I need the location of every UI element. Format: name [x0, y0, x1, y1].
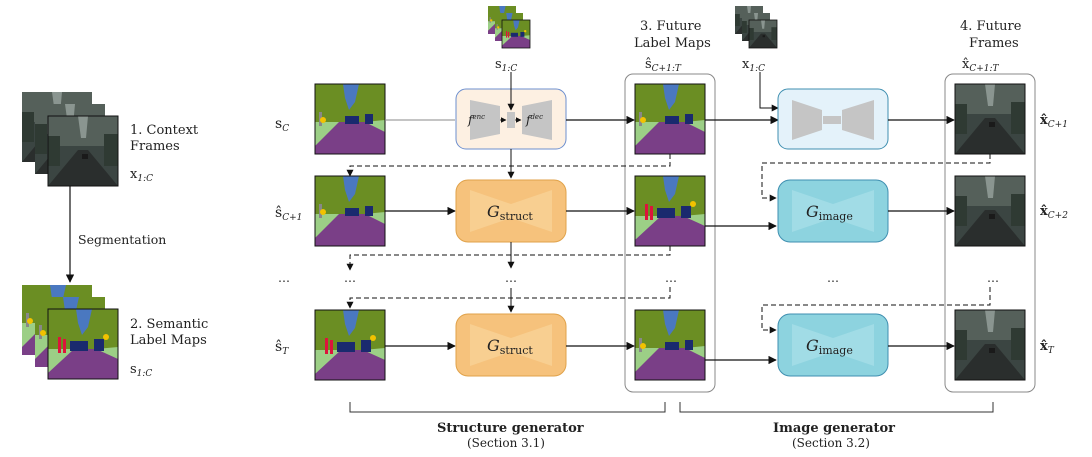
decoder-trapezoid: [522, 100, 552, 140]
top-x-label: x1:C: [742, 57, 765, 74]
structure-generator-title: Structure generator: [437, 421, 584, 436]
ellipsis-col1: …: [344, 271, 356, 285]
row4-future-frame: [954, 309, 1026, 381]
image-encoder-block: [777, 88, 889, 150]
out4-label: x̂T: [1040, 339, 1055, 356]
semantic-label-line1: 2. Semantic: [130, 317, 208, 332]
feedback-struct-1: [346, 154, 671, 177]
row1-input-map: [314, 83, 386, 155]
ellipsis-col5: …: [987, 271, 999, 285]
structure-generator-ref: (Section 3.1): [467, 436, 545, 450]
future-label-maps-group: [624, 73, 716, 393]
context-label-line1: 1. Context: [130, 123, 199, 138]
struct-generator-row4: [455, 313, 567, 377]
future-label-maps-line2: Label Maps: [634, 36, 711, 51]
structure-bracket: [349, 402, 666, 413]
future-frames-group: [944, 73, 1036, 393]
feedback-struct-2: [346, 246, 671, 271]
encoder-trapezoid: [470, 100, 500, 140]
out1-label: x̂C+1: [1040, 113, 1068, 130]
ellipsis-col3: …: [665, 271, 677, 285]
row1-label: sC: [275, 116, 289, 134]
image-generator-title: Image generator: [773, 421, 895, 436]
image-generator-row2: [777, 179, 889, 243]
semantic-var: s1:C: [130, 362, 152, 379]
image-generator-ref: (Section 3.2): [792, 436, 870, 450]
image-generator-label-row4: Gimage: [806, 336, 853, 357]
row2-label: ŝC+1: [275, 205, 302, 223]
f-dec-label: fdec: [525, 113, 543, 127]
row1-future-frame: [954, 83, 1026, 155]
future-frames-line1: 4. Future: [960, 19, 1022, 34]
top-s-label: s1:C: [495, 57, 517, 74]
context-label-line2: Frames: [130, 139, 180, 154]
row4-future-map: [634, 309, 706, 381]
future-frames-line2: Frames: [969, 36, 1019, 51]
struct-generator-label-row2: Gstruct: [487, 202, 533, 223]
image-generator-label-row2: Gimage: [806, 202, 853, 223]
feedback-image-1: [761, 154, 991, 202]
semantic-label-line2: Label Maps: [130, 333, 207, 348]
row2-input-map: [314, 175, 386, 247]
future-frames-var: x̂C+1:T: [962, 57, 1000, 74]
context-var: x1:C: [130, 167, 153, 184]
latent-box: [507, 112, 515, 128]
row2-future-map: [634, 175, 706, 247]
top-semantic-input-stack: [488, 6, 531, 49]
future-label-maps-var: ŝC+1:T: [645, 57, 682, 74]
feedback-image-2: [761, 287, 991, 334]
row4-label: ŝT: [275, 339, 289, 357]
image-bracket: [679, 402, 994, 413]
row2-future-frame: [954, 175, 1026, 247]
ellipsis-col4: …: [827, 271, 839, 285]
segmentation-label: Segmentation: [78, 232, 166, 247]
image-generator-row4: [777, 313, 889, 377]
context-frames-stack: [22, 92, 119, 187]
f-enc-label: fenc: [467, 113, 485, 127]
semantic-maps-stack: [22, 285, 119, 380]
row4-input-map: [314, 309, 386, 381]
row3-label: …: [278, 271, 290, 285]
row1-future-map: [634, 83, 706, 155]
out2-label: x̂C+2: [1040, 204, 1068, 221]
future-label-maps-line1: 3. Future: [640, 19, 702, 34]
x-input-arrow: [759, 72, 779, 112]
struct-generator-label-row4: Gstruct: [487, 336, 533, 357]
top-frame-input-stack: [735, 6, 778, 49]
feedback-struct-3: [346, 287, 671, 309]
ellipsis-col2: …: [505, 271, 517, 285]
